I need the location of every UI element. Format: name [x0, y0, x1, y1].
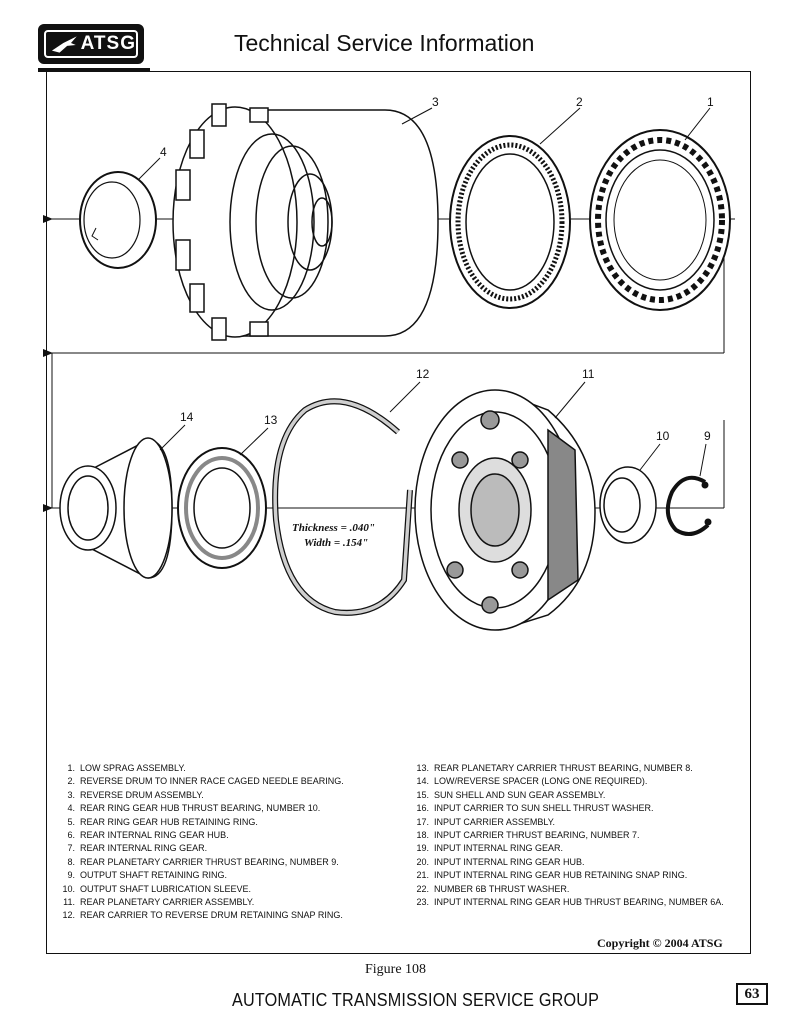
callout-2: 2 [576, 95, 583, 109]
copyright-notice: Copyright © 2004 ATSG [597, 936, 723, 950]
footer-title: AUTOMATIC TRANSMISSION SERVICE GROUP [232, 990, 600, 1010]
atsg-logo: ATSG [38, 24, 144, 64]
logo-text: ATSG [80, 33, 136, 54]
legend-item: 17.INPUT CARRIER ASSEMBLY. [416, 816, 556, 827]
part-9-retaining-ring [665, 475, 712, 536]
callout-10: 10 [656, 429, 670, 443]
legend-item: 15.SUN SHELL AND SUN GEAR ASSEMBLY. [416, 789, 606, 800]
callout-13: 13 [264, 413, 278, 427]
legend-item: 13.REAR PLANETARY CARRIER THRUST BEARING… [416, 763, 693, 773]
part-10-lube-sleeve [599, 466, 657, 544]
legend-item: 12.REAR CARRIER TO REVERSE DRUM RETAININ… [62, 910, 343, 921]
part-3-reverse-drum [172, 103, 439, 341]
legend-item: 11.REAR PLANETARY CARRIER ASSEMBLY. [63, 897, 255, 908]
legend-item: 9.OUTPUT SHAFT RETAINING RING. [67, 870, 228, 881]
figure-frame [46, 71, 751, 954]
part-11-planetary-carrier [414, 389, 596, 631]
legend-item: 18.INPUT CARRIER THRUST BEARING, NUMBER … [416, 830, 640, 841]
exploded-view-diagram: 1 2 3 4 12 11 10 9 14 13 Thickness = .04… [43, 95, 735, 631]
legend-item: 22.NUMBER 6B THRUST WASHER. [416, 883, 570, 894]
legend-item: 7.REAR INTERNAL RING GEAR. [67, 843, 208, 854]
logo-underline [38, 68, 150, 72]
callout-9: 9 [704, 429, 711, 443]
legend-item: 21.INPUT INTERNAL RING GEAR HUB RETAININ… [416, 870, 688, 881]
legend-item: 2.REVERSE DRUM TO INNER RACE CAGED NEEDL… [67, 776, 344, 787]
legend-item: 4.REAR RING GEAR HUB THRUST BEARING, NUM… [67, 803, 321, 814]
callout-12: 12 [416, 367, 430, 381]
part-4-thrust-bearing [79, 171, 157, 269]
legend-item: 1.LOW SPRAG ASSEMBLY. [67, 763, 186, 773]
callout-3: 3 [432, 95, 439, 109]
legend-item: 3.REVERSE DRUM ASSEMBLY. [67, 789, 204, 800]
legend-item: 6.REAR INTERNAL RING GEAR HUB. [67, 830, 229, 841]
figure-caption: Figure 108 [365, 962, 427, 977]
parts-legend-right: 13.REAR PLANETARY CARRIER THRUST BEARING… [412, 762, 742, 909]
callout-1: 1 [707, 95, 714, 109]
part-12-snap-ring [272, 398, 413, 616]
callout-11: 11 [582, 367, 595, 381]
part-13-thrust-bearing [177, 447, 267, 569]
leader-lines [137, 107, 711, 477]
callout-14: 14 [180, 410, 194, 424]
part-14-spacer [59, 437, 173, 579]
snap-ring-thickness-spec: Thickness = .040" [292, 522, 375, 534]
parts-legend-left: 1.LOW SPRAG ASSEMBLY. 2.REVERSE DRUM TO … [58, 762, 398, 923]
legend-item: 14.LOW/REVERSE SPACER (LONG ONE REQUIRED… [416, 776, 648, 787]
legend-item: 19.INPUT INTERNAL RING GEAR. [416, 843, 564, 854]
logo-inner-frame: ATSG [44, 30, 138, 58]
legend-item: 20.INPUT INTERNAL RING GEAR HUB. [416, 856, 585, 867]
part-1-low-sprag [589, 129, 731, 311]
legend-item: 5.REAR RING GEAR HUB RETAINING RING. [67, 816, 258, 827]
callout-4: 4 [160, 145, 167, 159]
page-number: 63 [736, 983, 768, 1005]
part-2-needle-bearing [449, 135, 571, 309]
legend-item: 8.REAR PLANETARY CARRIER THRUST BEARING,… [67, 856, 339, 867]
airplane-icon [51, 36, 77, 53]
snap-ring-width-spec: Width = .154" [304, 537, 368, 549]
legend-item: 23.INPUT INTERNAL RING GEAR HUB THRUST B… [416, 897, 724, 908]
legend-item: 10.OUTPUT SHAFT LUBRICATION SLEEVE. [62, 883, 252, 894]
legend-item: 16.INPUT CARRIER TO SUN SHELL THRUST WAS… [416, 803, 654, 814]
page-title: Technical Service Information [234, 30, 535, 56]
